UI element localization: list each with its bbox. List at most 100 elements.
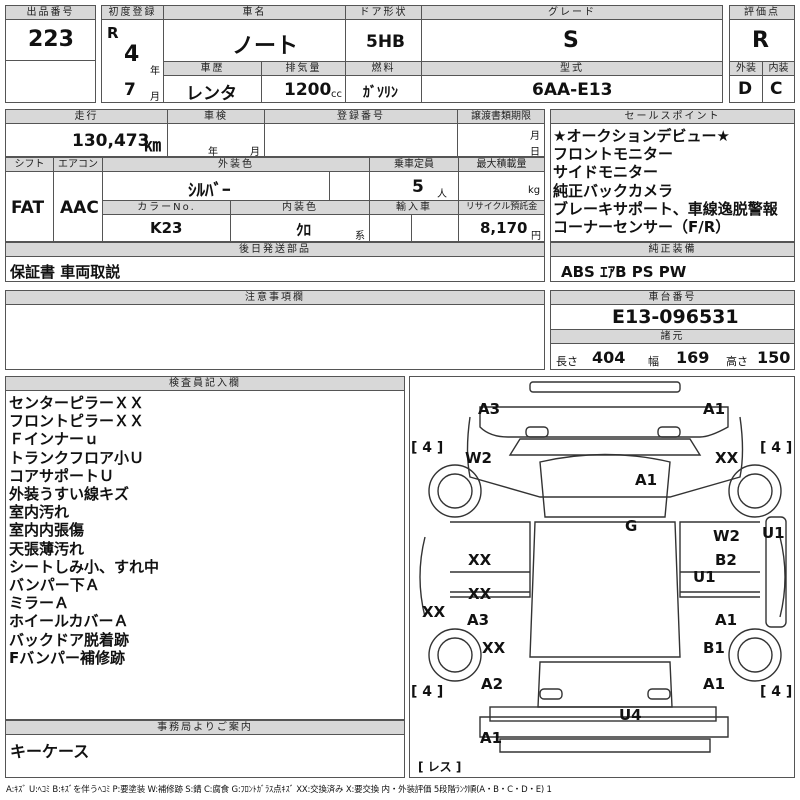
damage-mark: A3 xyxy=(478,400,501,418)
car-outline xyxy=(419,381,787,753)
damage-mark: XX xyxy=(715,449,739,467)
capacity: 5 xyxy=(412,177,424,197)
damage-mark: B2 xyxy=(715,551,737,569)
mileage-cell xyxy=(5,123,168,157)
mileage-unit: ㎞ xyxy=(144,136,161,156)
displacement-header: 排気量 xyxy=(261,61,346,76)
recycle-unit: 円 xyxy=(531,231,541,242)
history: レンタ xyxy=(186,84,237,104)
capacity-header: 乗車定員 xyxy=(369,157,459,172)
chassis-cell xyxy=(550,304,795,330)
ext-grade: D xyxy=(738,79,753,99)
inspector-item: バンパー下Ａ xyxy=(9,576,100,595)
sales-point: 純正バックカメラ xyxy=(553,181,674,200)
int-header: 内装 xyxy=(762,61,795,76)
load-header: 最大積載量 xyxy=(458,157,545,172)
car-diagram xyxy=(409,376,795,778)
notes-header: 注意事項欄 xyxy=(5,290,545,305)
insp-month-unit: 月 xyxy=(250,147,260,158)
sales-point: サイドモニター xyxy=(553,163,659,182)
sales-point: ブレーキサポート、車線逸脱警報 xyxy=(553,199,778,218)
later-parts-cell xyxy=(5,256,545,282)
inspection-cell xyxy=(167,123,265,157)
mileage-header: 走行 xyxy=(5,109,168,124)
fuel: ｶﾞｿﾘﾝ xyxy=(363,85,398,101)
inspector-item: トランクフロア小Ｕ xyxy=(9,448,145,467)
damage-mark: W2 xyxy=(465,449,492,467)
sales-point: コーナーセンサー（F/R） xyxy=(553,218,731,237)
import-cell-right xyxy=(411,214,459,242)
length: 404 xyxy=(592,348,626,367)
damage-mark: G xyxy=(625,517,638,535)
int-color-unit: 系 xyxy=(355,231,365,242)
spec-header: 諸元 xyxy=(550,329,795,344)
sales-point: ★オークションデビュー★ xyxy=(553,127,730,145)
height-label: 高さ xyxy=(726,355,748,368)
lot-blank-cell xyxy=(5,60,96,103)
damage-mark: A1 xyxy=(635,471,658,489)
damage-mark: A1 xyxy=(703,400,726,418)
damage-mark: A1 xyxy=(715,611,738,629)
transfer-header: 譲渡書類期限 xyxy=(457,109,545,124)
tire-mark-fl: [ 4 ] xyxy=(411,440,444,456)
shift-cell xyxy=(5,171,54,242)
first-reg-header: 初度登録 xyxy=(101,5,164,20)
damage-mark: A3 xyxy=(467,611,490,629)
reg-year-unit: 年 xyxy=(150,66,160,77)
car-name: ノート xyxy=(232,34,299,59)
damage-mark: U1 xyxy=(762,524,785,542)
ac: AAC xyxy=(60,198,99,218)
transfer-cell xyxy=(457,123,545,157)
inspector-item: コアサポートＵ xyxy=(9,466,115,485)
score-header: 評価点 xyxy=(729,5,795,20)
era: R xyxy=(107,24,119,42)
car-name-header: 車名 xyxy=(163,5,346,20)
fuel-header: 燃料 xyxy=(345,61,422,76)
lot-number-cell xyxy=(5,19,96,61)
office-cell xyxy=(5,734,405,778)
color-cell-right xyxy=(329,171,370,201)
office-header: 事務局よりご案内 xyxy=(5,720,405,735)
score: R xyxy=(752,28,769,53)
inspector-item: フロントピラーＸＸ xyxy=(9,412,145,431)
int-grade: C xyxy=(770,79,783,99)
damage-mark: XX xyxy=(468,551,492,569)
inspector-item: ホイールカバーＡ xyxy=(9,612,129,631)
spec-cell xyxy=(550,343,795,370)
tire-mark-rr: [ 4 ] xyxy=(760,684,793,700)
damage-mark: XX xyxy=(468,585,492,603)
legend: A:ｷｽﾞ U:ﾍｺﾐ B:ｷｽﾞを伴うﾍｺﾐ P:要塗装 W:補修跡 S:錆 … xyxy=(6,785,552,795)
displacement-unit: cc xyxy=(331,89,342,100)
length-label: 長さ xyxy=(556,355,578,368)
inspector-list: センターピラーＸＸ フロントピラーＸＸ Ｆインナーｕ トランクフロア小Ｕ コアサ… xyxy=(9,394,159,667)
height: 150 xyxy=(757,348,791,367)
later-parts: 保証書 車両取説 xyxy=(10,263,121,281)
equipment-cell xyxy=(550,256,795,282)
score-cell xyxy=(729,19,795,62)
int-cell xyxy=(762,75,795,103)
history-header: 車歴 xyxy=(163,61,262,76)
exterior-color: ｼﾙﾊﾞｰ xyxy=(188,181,231,201)
damage-mark: XX xyxy=(482,639,506,657)
recycle-fee: 8,170 xyxy=(480,219,528,237)
recycle-header: リサイクル預託金 xyxy=(458,200,545,215)
damage-mark: W2 xyxy=(713,527,740,545)
displacement-cell xyxy=(261,75,346,103)
reg-number-header: 登録番号 xyxy=(264,109,458,124)
damage-mark: A2 xyxy=(481,675,504,693)
grade: S xyxy=(563,28,579,53)
equipment: ABS ｴｱB PS PW xyxy=(561,263,687,281)
inspector-cell xyxy=(5,390,405,720)
color-no-header: カラーNo. xyxy=(102,200,231,215)
width: 169 xyxy=(676,348,710,367)
width-label: 幅 xyxy=(648,355,659,368)
interior-color: ｸﾛ xyxy=(296,221,312,239)
import-cell xyxy=(369,214,412,242)
tire-mark-fr: [ 4 ] xyxy=(760,440,793,456)
reg-number-cell xyxy=(264,123,458,157)
grade-header: グレード xyxy=(421,5,723,20)
lot-number: 223 xyxy=(28,27,74,52)
transfer-month-unit: 月 xyxy=(530,131,540,142)
damage-mark: B1 xyxy=(703,639,725,657)
ac-header: エアコン xyxy=(53,157,103,172)
